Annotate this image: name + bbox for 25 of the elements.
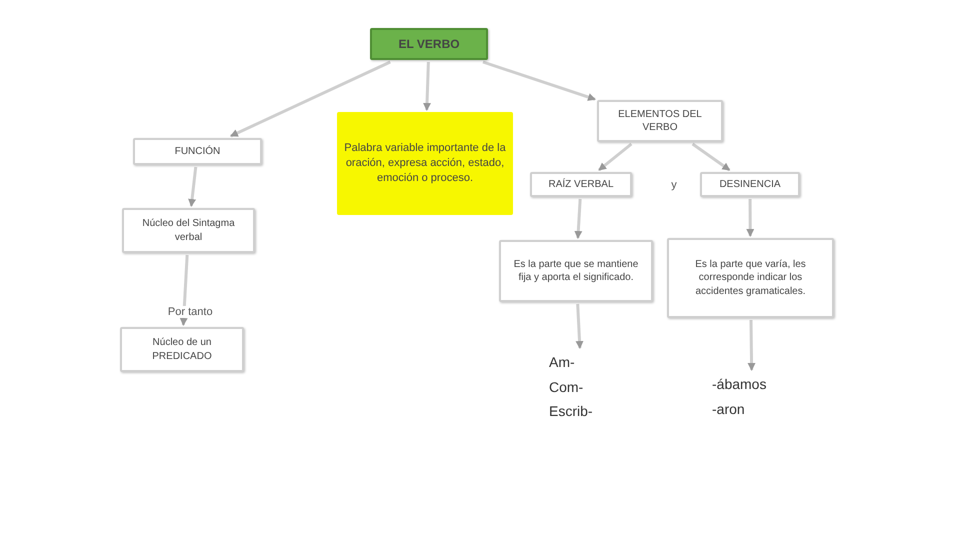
connector-arrow bbox=[482, 60, 596, 101]
title-box: EL VERBO bbox=[370, 28, 488, 60]
edge-label: Por tanto bbox=[166, 306, 215, 318]
connector-arrow bbox=[180, 254, 189, 326]
connector-word: y bbox=[669, 179, 679, 191]
connector-arrow bbox=[423, 62, 432, 111]
connector-arrow bbox=[230, 60, 391, 138]
connector-arrow bbox=[692, 142, 730, 172]
concept-box: FUNCIÓN bbox=[133, 138, 262, 165]
concept-box: ELEMENTOS DEL VERBO bbox=[597, 100, 723, 142]
concept-box: Es la parte que se mantiene fija y aporta el significado. bbox=[499, 240, 653, 302]
concept-box: Es la parte que varía, les corresponde indicar los accidentes gramaticales. bbox=[667, 238, 834, 318]
definition-box: Palabra variable importante de la oración, expresa acción, estado, emoción o proceso. bbox=[337, 112, 513, 215]
concept-box: Núcleo de un PREDICADO bbox=[120, 327, 244, 372]
example-text: -ábamos -aron bbox=[712, 372, 766, 421]
connector-arrow bbox=[576, 304, 584, 349]
connector-arrow bbox=[746, 199, 754, 237]
connector-arrow bbox=[574, 198, 582, 239]
concept-box: DESINENCIA bbox=[700, 172, 800, 197]
example-text: Am- Com- Escrib- bbox=[549, 350, 593, 424]
connector-arrow bbox=[748, 320, 756, 371]
connector-arrow bbox=[188, 166, 198, 207]
concept-box: RAÍZ VERBAL bbox=[530, 172, 632, 197]
connector-arrow bbox=[598, 142, 632, 172]
concept-box: Núcleo del Sintagma verbal bbox=[122, 208, 255, 253]
